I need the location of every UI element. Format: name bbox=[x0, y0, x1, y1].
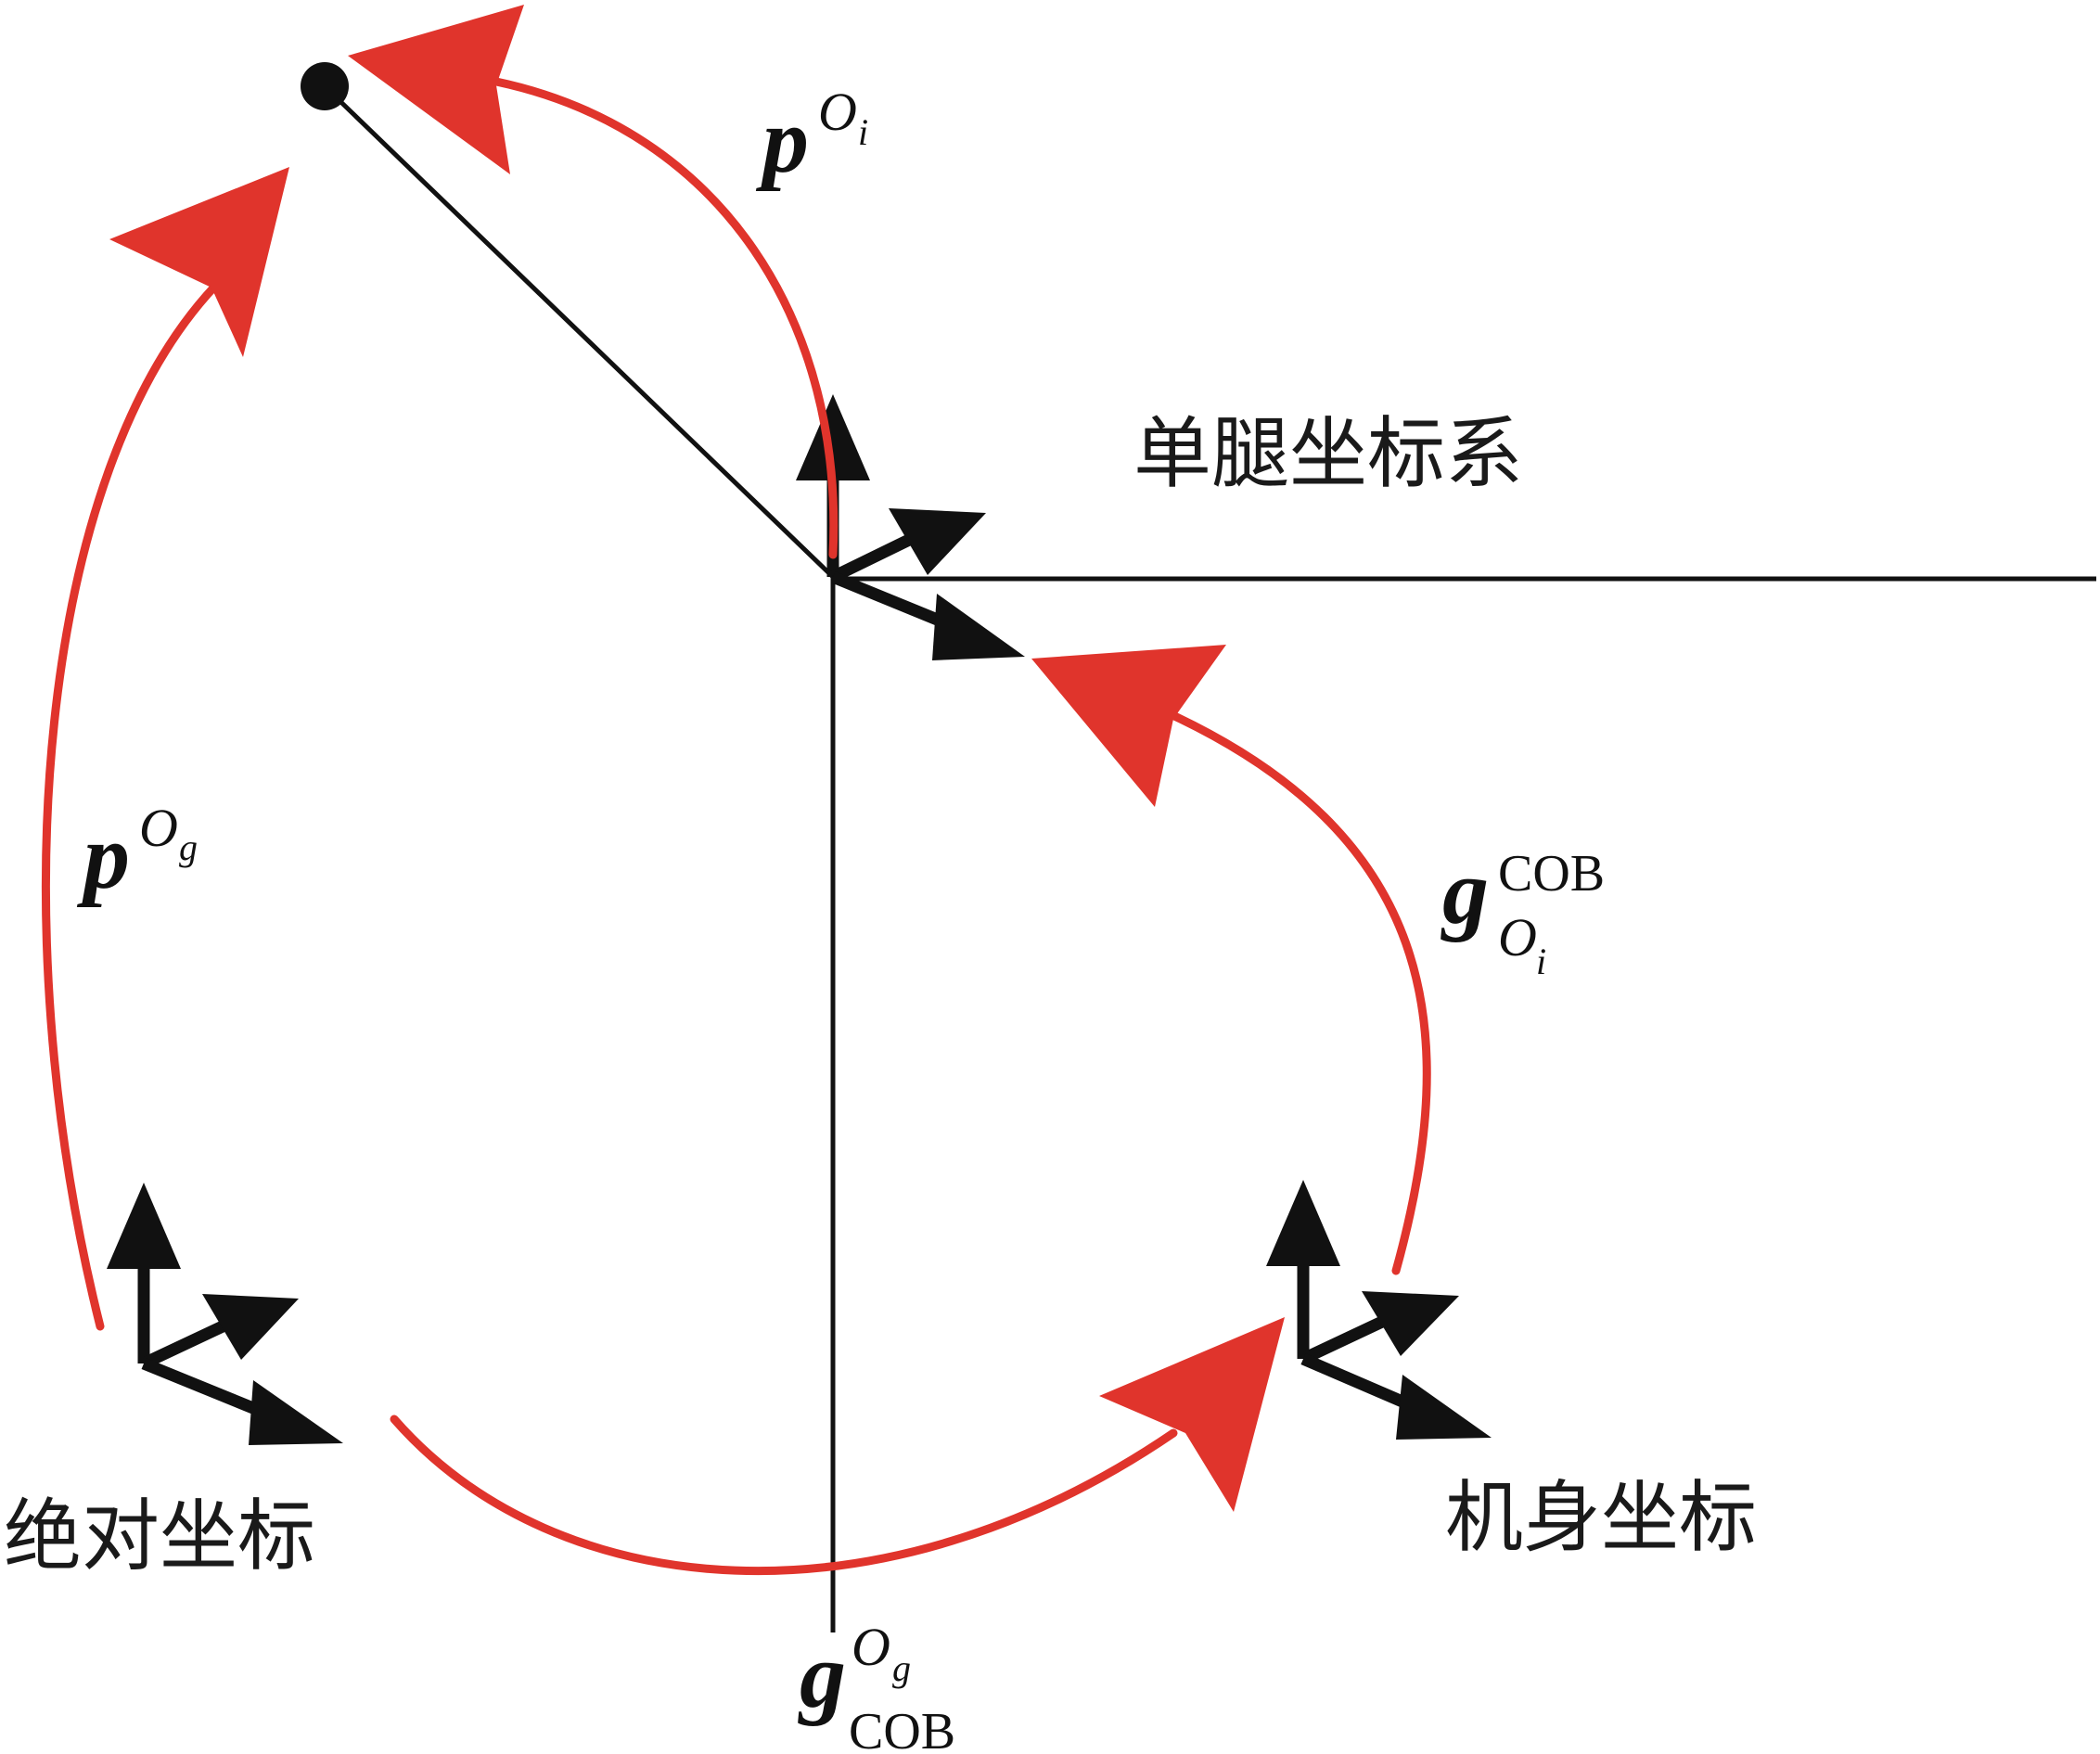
leg-frame-label: 单腿坐标系 bbox=[1133, 408, 1523, 499]
svg-text:COB: COB bbox=[1498, 845, 1605, 903]
leg-vector-line bbox=[325, 86, 835, 579]
svg-text:COB: COB bbox=[849, 1703, 955, 1754]
svg-text:g: g bbox=[892, 1647, 911, 1689]
p-og-symbol: p O g bbox=[76, 798, 198, 908]
absolute-frame-label: 绝对坐标 bbox=[4, 1491, 315, 1581]
g-oi-cob-symbol: g COB O i bbox=[1441, 840, 1605, 982]
svg-text:g: g bbox=[798, 1624, 846, 1727]
svg-text:i: i bbox=[1536, 941, 1546, 982]
absolute-frame-axes bbox=[107, 1183, 343, 1445]
svg-text:i: i bbox=[858, 111, 868, 153]
p-oi-arrowhead bbox=[348, 5, 524, 174]
svg-text:O: O bbox=[818, 82, 857, 142]
leg-frame-axes bbox=[796, 394, 1025, 660]
g-cob-og-arrowhead bbox=[1099, 1317, 1285, 1512]
p-og-arc bbox=[41, 274, 227, 1331]
p-oi-arc bbox=[492, 77, 839, 559]
p-oi-symbol: p O i bbox=[755, 82, 868, 192]
svg-text:p: p bbox=[755, 89, 809, 192]
svg-text:O: O bbox=[852, 1617, 890, 1677]
svg-text:O: O bbox=[1498, 907, 1537, 967]
p-og-arrowhead bbox=[109, 167, 289, 357]
g-oi-cob-arrowhead bbox=[1031, 645, 1226, 807]
svg-text:g: g bbox=[1441, 840, 1489, 943]
g-cob-og-arc bbox=[390, 1415, 1178, 1576]
body-frame-label: 机身坐标 bbox=[1445, 1472, 1757, 1563]
body-frame-axes bbox=[1266, 1180, 1492, 1440]
svg-text:O: O bbox=[139, 798, 178, 858]
svg-text:p: p bbox=[76, 805, 130, 908]
svg-text:g: g bbox=[179, 826, 198, 868]
g-oi-cob-arc bbox=[1166, 710, 1431, 1275]
g-cob-og-symbol: g O g COB bbox=[798, 1617, 955, 1754]
foot-point bbox=[301, 62, 349, 110]
